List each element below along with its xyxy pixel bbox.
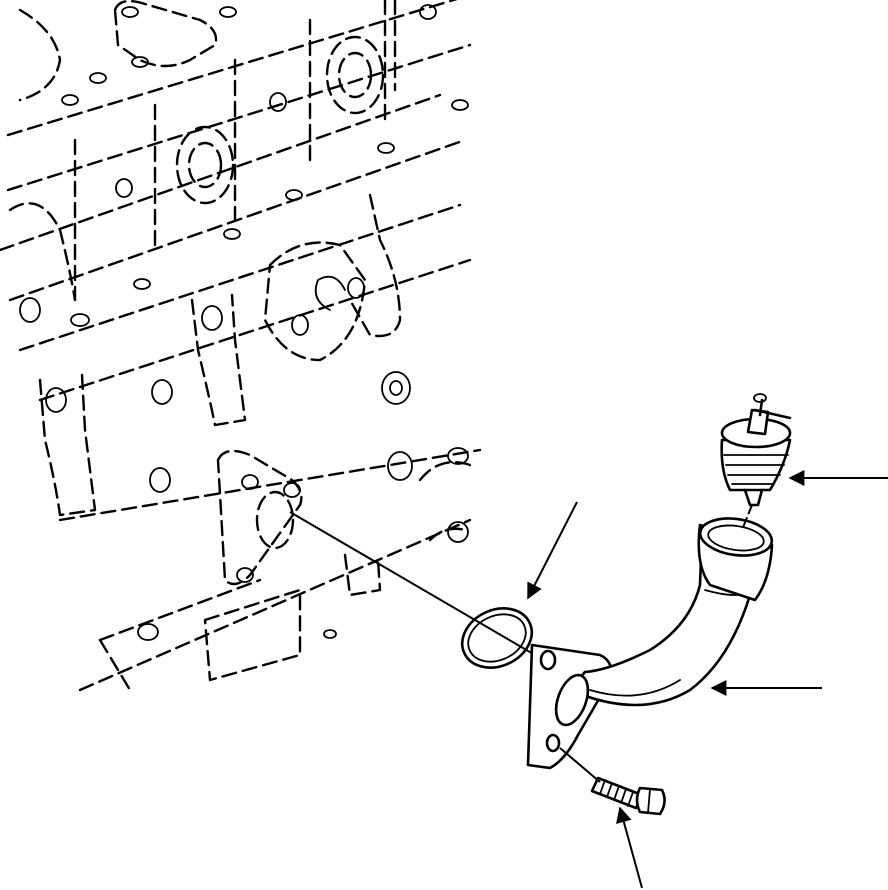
- o-ring-icon: [460, 607, 534, 669]
- engine-block-phantom: [0, 0, 482, 692]
- callout-flange-bolt: [616, 806, 643, 889]
- assembly-centerline: [289, 511, 536, 656]
- bolt-icon: [590, 776, 666, 816]
- cap-centerline: [741, 504, 753, 531]
- bent-tube-icon: [526, 517, 774, 770]
- bolt-centerline: [559, 747, 601, 783]
- callout-gasket-ring: [527, 501, 578, 600]
- filler-cap-icon: [720, 393, 792, 507]
